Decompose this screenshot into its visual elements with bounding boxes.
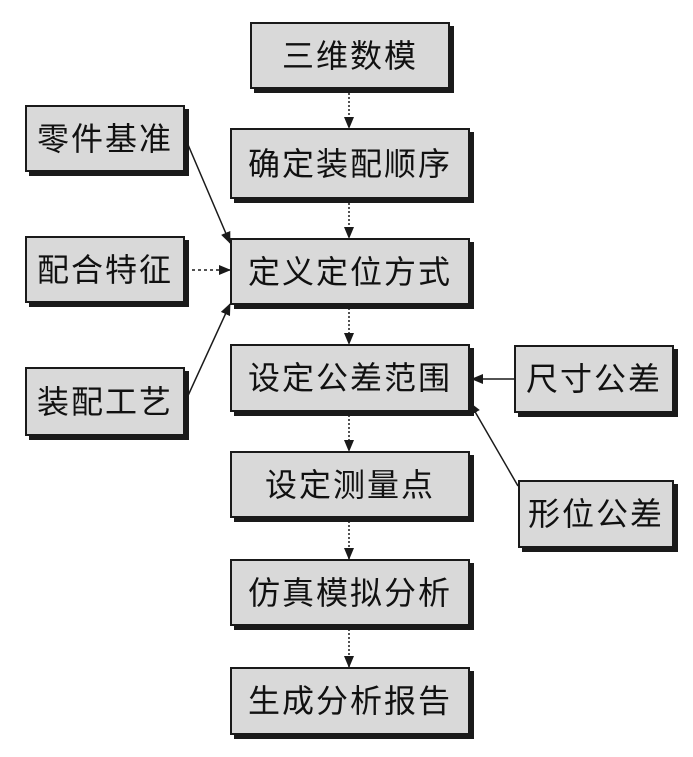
node-xingwei-gongcha-label: 形位公差 [527, 495, 664, 533]
node-queding-zhuangpei-shunxu: 确定装配顺序 [230, 128, 470, 199]
node-fangzhen-moni-fenxi: 仿真模拟分析 [230, 559, 470, 626]
node-peihe-tezheng: 配合特征 [25, 236, 185, 303]
node-sanwei-shumo: 三维数模 [250, 22, 450, 89]
node-queding-zhuangpei-shunxu-label: 确定装配顺序 [247, 144, 452, 183]
node-peihe-tezheng-label: 配合特征 [36, 250, 173, 289]
node-xingwei-gongcha: 形位公差 [518, 480, 674, 548]
node-dingyi-dingwei-fangshi: 定义定位方式 [230, 238, 470, 305]
node-zhuangpei-gongyi-label: 装配工艺 [36, 382, 173, 421]
node-sheding-gongcha-fanwei: 设定公差范围 [230, 344, 470, 412]
node-lingjian-jizhun: 零件基准 [25, 105, 185, 172]
node-sheding-celiangdian: 设定测量点 [230, 451, 470, 518]
node-chicun-gongcha-label: 尺寸公差 [525, 360, 662, 398]
node-sheding-celiangdian-label: 设定测量点 [264, 465, 435, 504]
node-shengcheng-fenxi-baogao-label: 生成分析报告 [247, 682, 452, 720]
arrow-lingjian-to-dingyi [185, 139, 231, 244]
node-zhuangpei-gongyi: 装配工艺 [25, 367, 185, 436]
arrow-zhuangpei-to-dingyi [185, 303, 231, 401]
node-fangzhen-moni-fenxi-label: 仿真模拟分析 [247, 573, 452, 612]
node-shengcheng-fenxi-baogao: 生成分析报告 [230, 667, 470, 735]
node-sanwei-shumo-label: 三维数模 [281, 36, 418, 75]
node-dingyi-dingwei-fangshi-label: 定义定位方式 [247, 252, 452, 291]
arrow-xingwei-to-gongcha [469, 402, 519, 487]
node-sheding-gongcha-fanwei-label: 设定公差范围 [247, 359, 452, 397]
node-chicun-gongcha: 尺寸公差 [514, 345, 674, 413]
node-lingjian-jizhun-label: 零件基准 [36, 119, 173, 158]
